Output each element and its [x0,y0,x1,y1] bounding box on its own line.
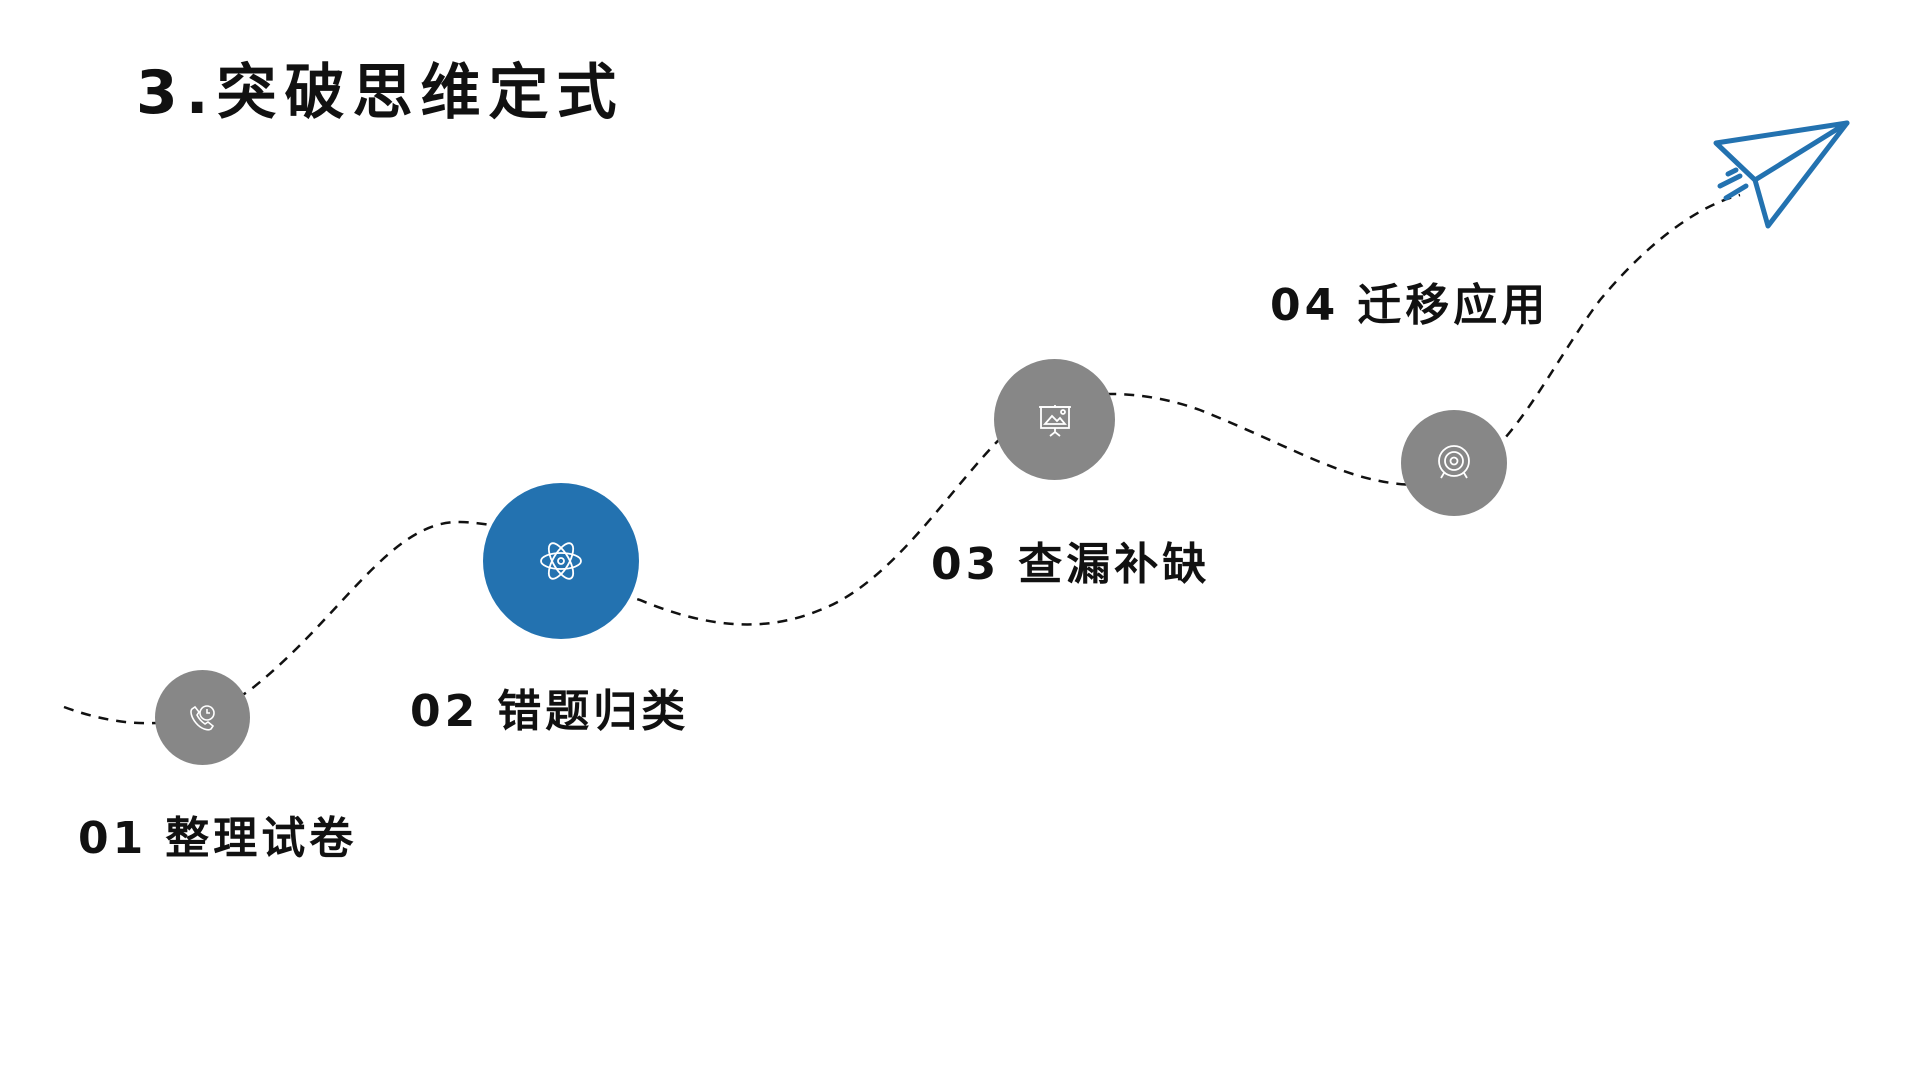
step-02-label: 02 错题归类 [410,675,689,739]
step-02-node[interactable] [483,483,639,639]
step-04-label: 04 迁移应用 [1270,269,1549,333]
step-04-node[interactable] [1401,410,1507,516]
target-icon [1438,445,1470,479]
step-number: 01 [78,813,148,864]
step-03-label: 03 查漏补缺 [931,528,1210,592]
page-title: 3.突破思维定式 [136,58,625,128]
step-01-label: 01 整理试卷 [78,802,357,866]
atom-icon [540,542,582,580]
step-title: 错题归类 [497,686,690,737]
presentation-board-icon [1038,404,1071,437]
paper-plane-icon [1713,120,1850,229]
step-number: 02 [410,686,480,737]
step-title: 整理试卷 [165,813,358,864]
step-03-node[interactable] [994,359,1115,480]
phone-clock-icon [189,704,215,731]
step-title: 查漏补缺 [1018,539,1211,590]
step-01-node[interactable] [155,670,250,765]
step-title: 迁移应用 [1357,280,1550,331]
step-number: 04 [1270,280,1340,331]
step-number: 03 [931,539,1001,590]
